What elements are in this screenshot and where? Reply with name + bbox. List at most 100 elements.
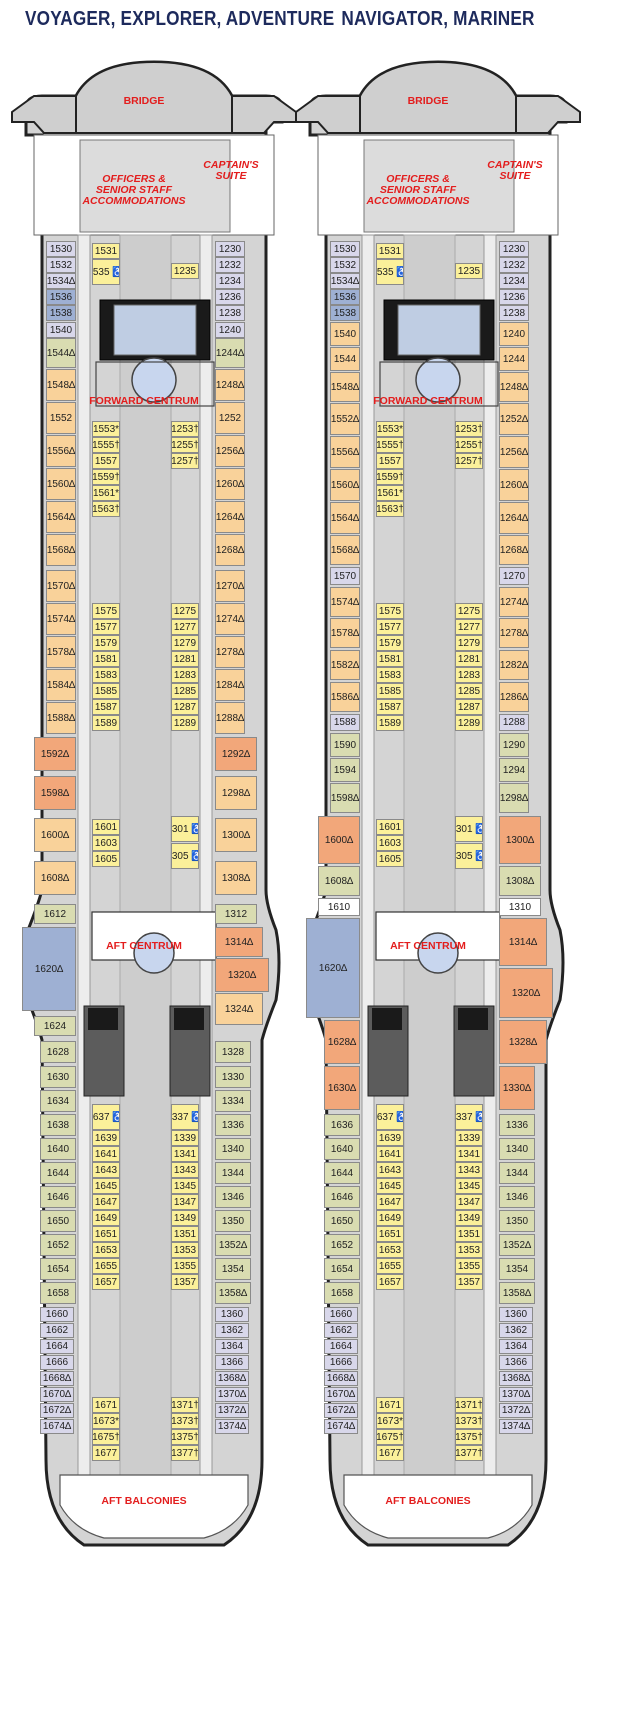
- cabin-1364[interactable]: 1364: [215, 1339, 249, 1354]
- cabin-1235[interactable]: 1235: [455, 263, 483, 279]
- cabin-1578[interactable]: 1578∆: [330, 618, 360, 648]
- cabin-1310[interactable]: 1310: [499, 898, 541, 916]
- cabin-1652[interactable]: 1652: [40, 1234, 76, 1256]
- cabin-1298[interactable]: 1298∆: [499, 783, 529, 813]
- cabin-1282[interactable]: 1282∆: [499, 650, 529, 680]
- cabin-1544[interactable]: 1544∆: [46, 338, 76, 368]
- cabin-1677[interactable]: 1677: [376, 1445, 404, 1461]
- cabin-1556[interactable]: 1556∆: [46, 435, 76, 467]
- cabin-1610[interactable]: 1610: [318, 898, 360, 916]
- cabin-1377[interactable]: 1377†: [171, 1445, 199, 1461]
- cabin-1675[interactable]: 1675†: [92, 1429, 120, 1445]
- cabin-1657[interactable]: 1657: [376, 1274, 404, 1290]
- cabin-1374[interactable]: 1374∆: [499, 1419, 533, 1434]
- cabin-1240[interactable]: 1240: [499, 322, 529, 346]
- cabin-1340[interactable]: 1340: [215, 1138, 251, 1160]
- cabin-1647[interactable]: 1647: [92, 1194, 120, 1210]
- cabin-1308[interactable]: 1308∆: [499, 866, 541, 896]
- cabin-1360[interactable]: 1360: [499, 1307, 533, 1322]
- cabin-1366[interactable]: 1366: [499, 1355, 533, 1370]
- cabin-1357[interactable]: 1357: [455, 1274, 483, 1290]
- cabin-1289[interactable]: 1289: [455, 715, 483, 731]
- cabin-1581[interactable]: 1581: [376, 651, 404, 667]
- cabin-1666[interactable]: 1666: [324, 1355, 358, 1370]
- cabin-1538[interactable]: 1538: [46, 305, 76, 321]
- cabin-1253[interactable]: 1253†: [455, 421, 483, 437]
- cabin-1358[interactable]: 1358∆: [215, 1282, 251, 1304]
- cabin-1308[interactable]: 1308∆: [215, 861, 257, 895]
- cabin-1337[interactable]: 1337 ♿: [171, 1104, 199, 1130]
- cabin-1362[interactable]: 1362: [215, 1323, 249, 1338]
- cabin-1270[interactable]: 1270: [499, 567, 529, 585]
- cabin-1560[interactable]: 1560∆: [46, 468, 76, 500]
- cabin-1366[interactable]: 1366: [215, 1355, 249, 1370]
- cabin-1612[interactable]: 1612: [34, 904, 76, 924]
- cabin-1608[interactable]: 1608∆: [318, 866, 360, 896]
- cabin-1252[interactable]: 1252∆: [499, 403, 529, 435]
- cabin-1641[interactable]: 1641: [92, 1146, 120, 1162]
- cabin-1653[interactable]: 1653: [376, 1242, 404, 1258]
- cabin-1587[interactable]: 1587: [92, 699, 120, 715]
- cabin-1636[interactable]: 1636: [324, 1114, 360, 1136]
- cabin-1274[interactable]: 1274∆: [215, 603, 245, 635]
- cabin-1662[interactable]: 1662: [324, 1323, 358, 1338]
- cabin-1350[interactable]: 1350: [215, 1210, 251, 1232]
- cabin-1588[interactable]: 1588∆: [46, 702, 76, 734]
- cabin-1552[interactable]: 1552∆: [330, 403, 360, 435]
- cabin-1560[interactable]: 1560∆: [330, 469, 360, 501]
- cabin-1232[interactable]: 1232: [215, 257, 245, 273]
- cabin-1248[interactable]: 1248∆: [499, 372, 529, 402]
- cabin-1638[interactable]: 1638: [40, 1114, 76, 1136]
- cabin-1330[interactable]: 1330: [215, 1066, 251, 1088]
- cabin-1343[interactable]: 1343: [171, 1162, 199, 1178]
- cabin-1673[interactable]: 1673*: [376, 1413, 404, 1429]
- cabin-1668[interactable]: 1668∆: [40, 1371, 74, 1386]
- cabin-1347[interactable]: 1347: [171, 1194, 199, 1210]
- cabin-1275[interactable]: 1275: [455, 603, 483, 619]
- cabin-1585[interactable]: 1585: [376, 683, 404, 699]
- cabin-1553[interactable]: 1553*: [92, 421, 120, 437]
- cabin-1590[interactable]: 1590: [330, 733, 360, 757]
- cabin-1538[interactable]: 1538: [330, 305, 360, 321]
- cabin-1337[interactable]: 1337 ♿: [455, 1104, 483, 1130]
- cabin-1585[interactable]: 1585: [92, 683, 120, 699]
- cabin-1570[interactable]: 1570: [330, 567, 360, 585]
- cabin-1346[interactable]: 1346: [499, 1186, 535, 1208]
- cabin-1671[interactable]: 1671: [92, 1397, 120, 1413]
- cabin-1605[interactable]: 1605: [376, 851, 404, 867]
- cabin-1281[interactable]: 1281: [171, 651, 199, 667]
- cabin-1584[interactable]: 1584∆: [46, 669, 76, 701]
- cabin-1589[interactable]: 1589: [376, 715, 404, 731]
- cabin-1608[interactable]: 1608∆: [34, 861, 76, 895]
- cabin-1630[interactable]: 1630∆: [324, 1066, 360, 1110]
- cabin-1654[interactable]: 1654: [324, 1258, 360, 1280]
- cabin-1645[interactable]: 1645: [376, 1178, 404, 1194]
- cabin-1650[interactable]: 1650: [40, 1210, 76, 1232]
- cabin-1637[interactable]: 1637 ♿: [376, 1104, 404, 1130]
- cabin-1274[interactable]: 1274∆: [499, 587, 529, 617]
- cabin-1375[interactable]: 1375†: [455, 1429, 483, 1445]
- cabin-1530[interactable]: 1530: [46, 241, 76, 257]
- cabin-1339[interactable]: 1339: [455, 1130, 483, 1146]
- cabin-1352[interactable]: 1352∆: [499, 1234, 535, 1256]
- cabin-1637[interactable]: 1637 ♿: [92, 1104, 120, 1130]
- cabin-1578[interactable]: 1578∆: [46, 636, 76, 668]
- cabin-1650[interactable]: 1650: [324, 1210, 360, 1232]
- cabin-1598[interactable]: 1598∆: [34, 776, 76, 810]
- cabin-1300[interactable]: 1300∆: [499, 816, 541, 864]
- cabin-1370[interactable]: 1370∆: [215, 1387, 249, 1402]
- cabin-1253[interactable]: 1253†: [171, 421, 199, 437]
- cabin-1373[interactable]: 1373†: [455, 1413, 483, 1429]
- cabin-1658[interactable]: 1658: [40, 1282, 76, 1304]
- cabin-1534[interactable]: 1534∆: [46, 273, 76, 289]
- cabin-1328[interactable]: 1328∆: [499, 1020, 547, 1064]
- cabin-1536[interactable]: 1536: [330, 289, 360, 305]
- cabin-1657[interactable]: 1657: [92, 1274, 120, 1290]
- cabin-1672[interactable]: 1672∆: [324, 1403, 358, 1418]
- cabin-1298[interactable]: 1298∆: [215, 776, 257, 810]
- cabin-1561[interactable]: 1561*: [376, 485, 404, 501]
- cabin-1530[interactable]: 1530: [330, 241, 360, 257]
- cabin-1600[interactable]: 1600∆: [34, 818, 76, 852]
- cabin-1670[interactable]: 1670∆: [324, 1387, 358, 1402]
- cabin-1568[interactable]: 1568∆: [330, 535, 360, 565]
